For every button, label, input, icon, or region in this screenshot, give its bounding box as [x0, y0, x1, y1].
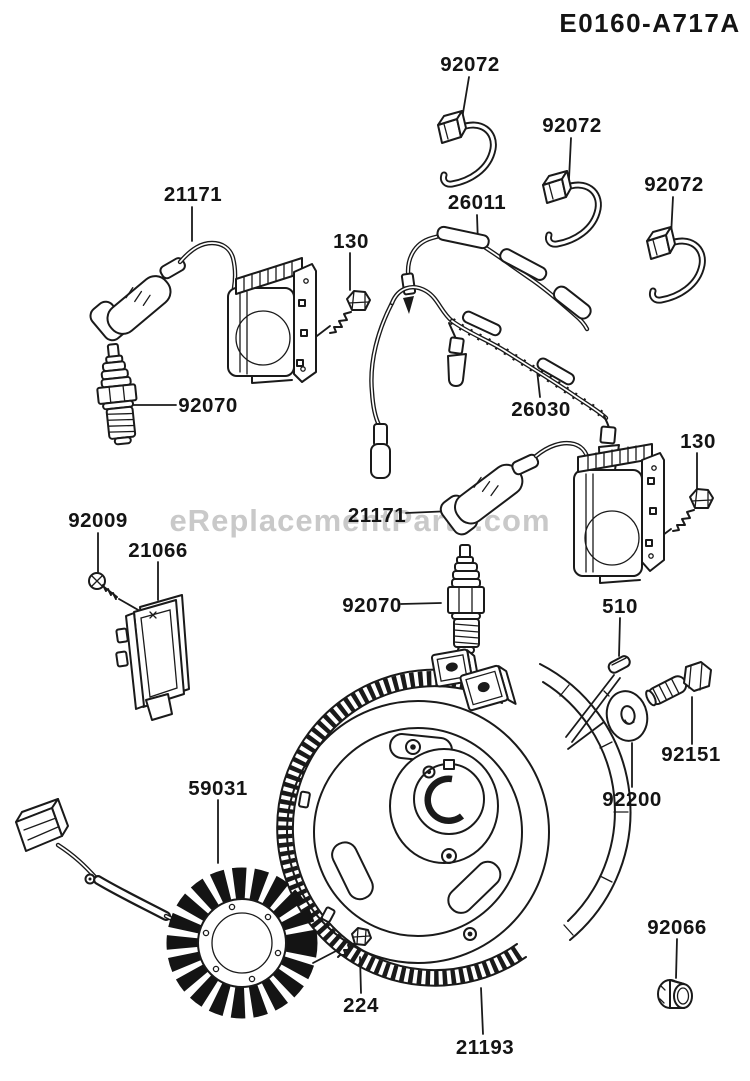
igniter-21066-drawing [115, 594, 190, 721]
spark-plug-2-drawing [447, 544, 485, 654]
part-label-26011: 26011 [447, 191, 507, 214]
screw-130-a-drawing [329, 290, 371, 334]
part-label-224: 224 [343, 994, 379, 1017]
part-label-510: 510 [602, 595, 638, 618]
screw-92009-drawing [88, 572, 118, 600]
part-label-92072-c: 92072 [644, 173, 704, 196]
screw-224-drawing [337, 927, 372, 958]
screw-130-b-drawing [672, 488, 714, 532]
part-label-92070-a: 92070 [178, 394, 238, 417]
spark-plug-1-drawing [96, 342, 138, 446]
part-label-92200: 92200 [602, 788, 662, 811]
diagram-code-title: E0160-A717A [559, 8, 741, 38]
part-label-21193: 21193 [455, 1036, 515, 1059]
washer-92200-drawing [603, 690, 649, 742]
flywheel-21193-drawing [276, 648, 632, 987]
part-label-92072-a: 92072 [440, 53, 500, 76]
part-label-130-a: 130 [333, 230, 369, 253]
part-label-92070-b: 92070 [342, 594, 402, 617]
ignition-coil-1-drawing [89, 240, 317, 384]
wire-harness-26011-drawing [400, 225, 592, 332]
part-label-92066: 92066 [647, 916, 707, 939]
part-label-130-b: 130 [680, 430, 716, 453]
part-label-21171-b: 21171 [347, 504, 407, 527]
clamp-92072-b-drawing [543, 171, 598, 244]
part-label-59031: 59031 [188, 777, 248, 800]
part-label-92009: 92009 [68, 509, 128, 532]
stator-59031-drawing [15, 798, 318, 1019]
part-label-21066: 21066 [128, 539, 188, 562]
clamp-92072-c-drawing [647, 227, 702, 300]
ignition-coil-2-drawing [439, 441, 665, 584]
plug-92066-drawing [657, 979, 693, 1009]
clamp-92072-a-drawing [438, 111, 493, 184]
part-label-92072-b: 92072 [542, 114, 602, 137]
woodruff-key-510-drawing [607, 655, 631, 674]
part-label-21171-a: 21171 [163, 183, 223, 206]
part-label-26030: 26030 [511, 398, 571, 421]
part-label-92151: 92151 [661, 743, 721, 766]
bolt-92151-drawing [645, 661, 712, 707]
